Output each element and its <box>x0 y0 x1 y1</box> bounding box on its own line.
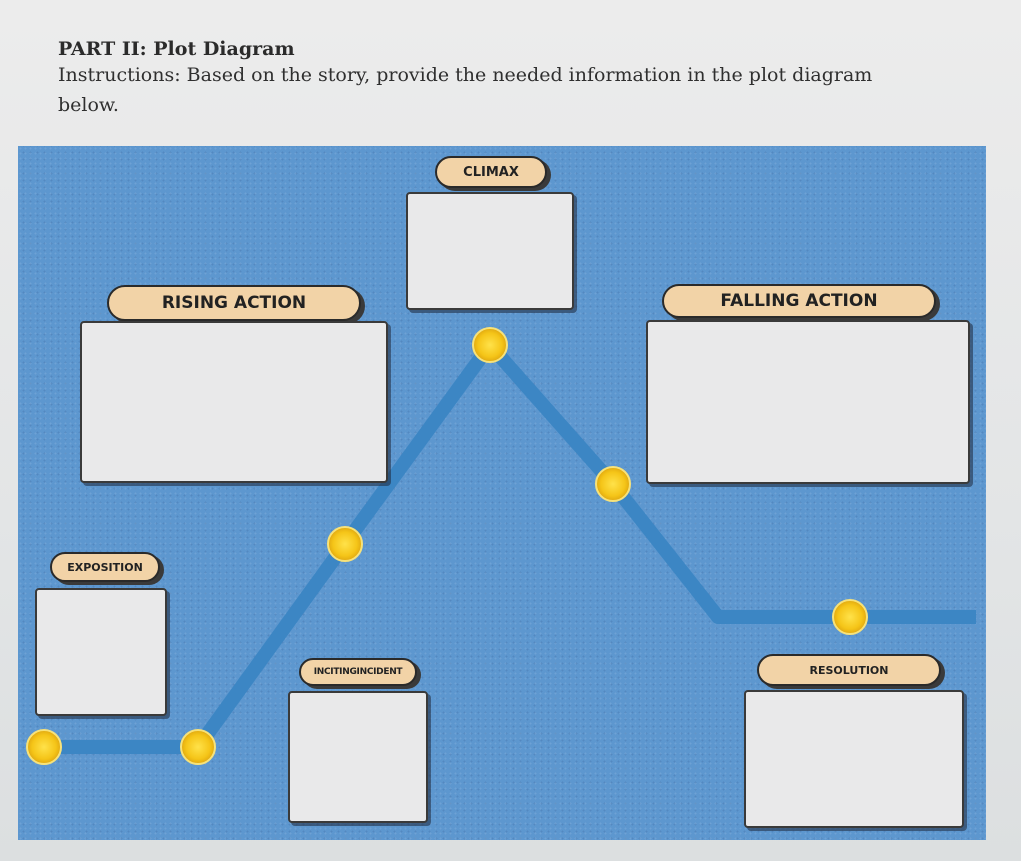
rising-action-answer-box[interactable] <box>80 321 388 483</box>
page-heading: PART II: Plot Diagram <box>58 38 295 60</box>
falling-action-label: FALLING ACTION <box>662 284 936 318</box>
instructions-text: Instructions: Based on the story, provid… <box>58 64 873 116</box>
exposition-label: EXPOSITION <box>50 552 160 582</box>
inciting-incident-answer-box[interactable] <box>288 691 428 823</box>
plot-point-falling <box>595 466 631 502</box>
resolution-answer-box[interactable] <box>744 690 964 828</box>
rising-action-label: RISING ACTION <box>107 285 361 321</box>
plot-point-rising <box>327 526 363 562</box>
plot-point-resolution <box>832 599 868 635</box>
inciting-incident-label: INCITINGINCIDENT <box>299 658 417 686</box>
climax-label: CLIMAX <box>435 156 547 188</box>
climax-answer-box[interactable] <box>406 192 574 310</box>
resolution-label: RESOLUTION <box>757 654 941 686</box>
falling-action-answer-box[interactable] <box>646 320 970 484</box>
plot-points <box>26 327 868 765</box>
plot-point-start <box>26 729 62 765</box>
plot-point-climax <box>472 327 508 363</box>
exposition-answer-box[interactable] <box>35 588 167 716</box>
plot-point-inciting <box>180 729 216 765</box>
